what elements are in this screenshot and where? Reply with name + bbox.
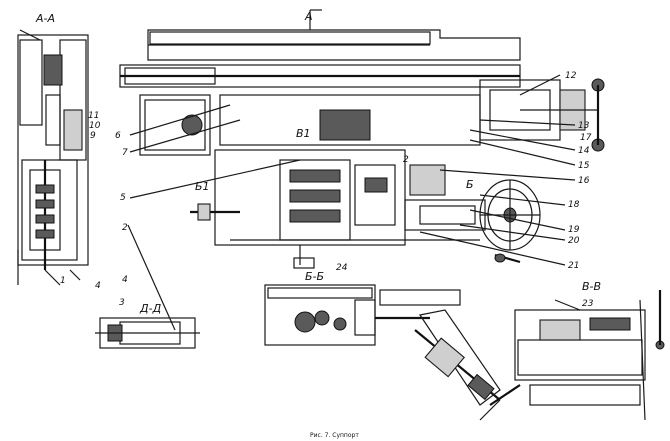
callout-12: 12	[565, 71, 577, 81]
section-label-vv: В-В	[582, 280, 601, 293]
figure-caption: Рис. 7. Суппорт	[310, 432, 359, 439]
callout-22: 2	[403, 155, 409, 165]
callout-1: 1	[60, 276, 66, 286]
main-assembly-view	[119, 9, 605, 269]
section-label-v1: В1	[296, 127, 311, 140]
section-bb-view	[264, 284, 521, 421]
callout-16: 16	[578, 176, 590, 186]
callout-6: 6	[115, 131, 121, 141]
section-label-aa: А-А	[35, 12, 55, 25]
callout-23: 23	[582, 299, 594, 309]
callout-13: 13	[578, 121, 590, 131]
callout-20: 20	[568, 236, 580, 246]
callout-17: 17	[580, 133, 592, 143]
section-label-b1: Б1	[195, 180, 210, 193]
callout-4: 4	[95, 281, 101, 291]
callout-19: 19	[568, 225, 580, 235]
section-arrow-a: А	[304, 10, 313, 23]
callout-10: 10	[89, 121, 101, 131]
callout-18: 18	[568, 200, 580, 210]
callout-15: 15	[578, 161, 590, 171]
section-vv-view	[514, 290, 665, 421]
section-arrow-b: Б	[466, 178, 474, 191]
callout-24: 24	[336, 263, 348, 273]
callout-11: 11	[88, 111, 99, 121]
callout-2: 2	[122, 223, 128, 233]
section-label-dd: Д-Д	[139, 302, 162, 315]
callout-21: 21	[568, 261, 579, 271]
callout-14: 14	[578, 146, 590, 156]
callout-4b: 4	[122, 275, 128, 285]
section-label-bb: Б-Б	[305, 270, 324, 283]
callout-9: 9	[90, 131, 96, 141]
section-dd-view	[95, 224, 200, 349]
callout-7: 7	[122, 148, 128, 158]
callout-3: 3	[119, 298, 125, 308]
callout-5: 5	[120, 193, 126, 203]
section-aa-view	[17, 29, 89, 286]
